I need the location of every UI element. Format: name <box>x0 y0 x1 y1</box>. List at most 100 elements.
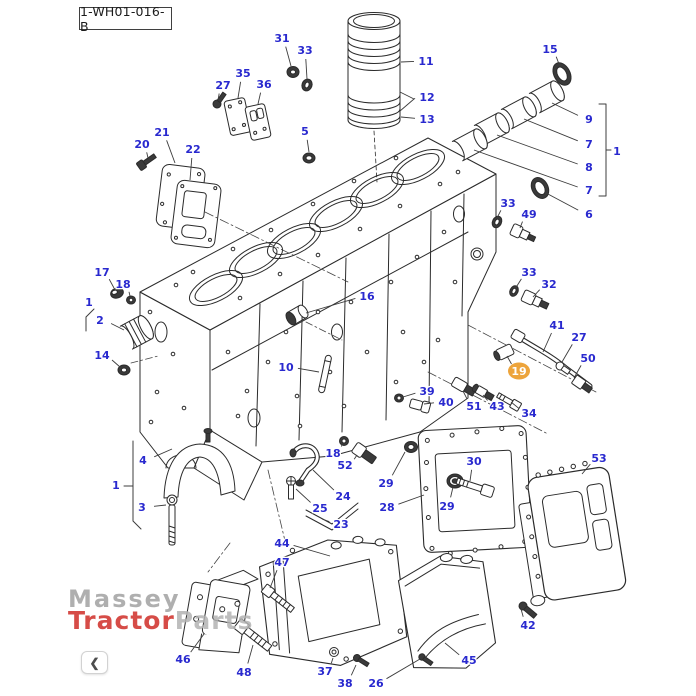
callout-23[interactable]: 23 <box>321 517 350 532</box>
callout-33[interactable]: 33 <box>496 196 517 219</box>
callout-leader <box>581 463 591 475</box>
callout-21[interactable]: 21 <box>153 125 176 164</box>
callout-26[interactable]: 26 <box>367 658 421 691</box>
callout-number: 49 <box>521 208 536 221</box>
callout-number: 52 <box>337 459 352 472</box>
callout-1[interactable]: 1 <box>612 144 622 160</box>
callout-leader <box>555 56 560 65</box>
callout-34[interactable]: 34 <box>510 401 538 421</box>
callout-16[interactable]: 16 <box>305 289 376 314</box>
callout-number: 18 <box>115 278 130 291</box>
callout-5[interactable]: 5 <box>300 124 310 153</box>
callout-number: 7 <box>585 184 593 197</box>
callout-leader <box>400 60 415 63</box>
callout-number: 5 <box>301 125 309 138</box>
callout-33[interactable]: 33 <box>296 43 314 80</box>
callout-18[interactable]: 18 <box>324 443 343 461</box>
callout-number: 14 <box>94 349 110 362</box>
callout-number: 53 <box>591 452 606 465</box>
callout-1[interactable]: 1 <box>84 295 94 311</box>
callout-39[interactable]: 39 <box>402 384 436 399</box>
callout-3[interactable]: 3 <box>137 500 167 515</box>
callout-leader <box>423 402 435 405</box>
callout-leader <box>350 664 357 676</box>
callout-7[interactable]: 7 <box>523 118 594 152</box>
callout-number: 46 <box>175 653 191 666</box>
callout-31[interactable]: 31 <box>273 31 292 67</box>
part-mount-bracket <box>181 569 295 654</box>
callout-number: 3 <box>138 501 146 514</box>
callout-44[interactable]: 44 <box>273 536 331 557</box>
callout-leader <box>293 544 331 557</box>
callout-10[interactable]: 10 <box>277 360 320 375</box>
callout-13[interactable]: 13 <box>400 112 436 127</box>
callout-7[interactable]: 7 <box>473 149 594 198</box>
callout-30[interactable]: 30 <box>465 454 483 482</box>
callout-22[interactable]: 22 <box>184 142 202 181</box>
callout-number: 37 <box>317 665 332 678</box>
callout-49[interactable]: 49 <box>519 207 538 229</box>
callout-29[interactable]: 29 <box>377 451 406 491</box>
callout-41[interactable]: 41 <box>542 318 566 353</box>
callout-leader <box>573 365 582 379</box>
callout-27[interactable]: 27 <box>561 330 588 363</box>
callout-24[interactable]: 24 <box>312 469 352 504</box>
callout-27[interactable]: 27 <box>214 78 232 101</box>
callout-37[interactable]: 37 <box>316 657 334 679</box>
callout-number: 42 <box>520 619 535 632</box>
callout-53[interactable]: 53 <box>581 451 608 475</box>
callout-25[interactable]: 25 <box>295 488 329 516</box>
callout-highlight <box>508 362 530 380</box>
callout-number: 36 <box>256 78 272 91</box>
callout-45[interactable]: 45 <box>444 642 478 668</box>
callout-15[interactable]: 15 <box>541 42 560 65</box>
callout-17[interactable]: 17 <box>93 265 115 289</box>
callout-4[interactable]: 4 <box>138 448 173 468</box>
callout-36[interactable]: 36 <box>255 77 273 105</box>
callout-number: 47 <box>274 556 289 569</box>
callout-number: 33 <box>521 266 536 279</box>
callout-2[interactable]: 2 <box>95 313 125 331</box>
callout-18[interactable]: 18 <box>114 277 132 297</box>
callout-9[interactable]: 9 <box>551 102 594 127</box>
callout-11[interactable]: 11 <box>400 54 435 69</box>
callout-14[interactable]: 14 <box>93 348 121 368</box>
part-dowel-and-pin <box>285 304 343 394</box>
callout-47[interactable]: 47 <box>269 555 291 589</box>
callout-12[interactable]: 12 <box>413 90 436 105</box>
callout-1[interactable]: 1 <box>111 478 121 494</box>
callout-46[interactable]: 46 <box>174 633 205 667</box>
callout-number: 29 <box>378 477 393 490</box>
callout-leader <box>295 488 311 503</box>
callout-33[interactable]: 33 <box>514 265 538 290</box>
callout-29[interactable]: 29 <box>438 486 456 514</box>
back-button[interactable]: ❮ <box>81 651 108 674</box>
callout-51[interactable]: 51 <box>462 390 483 414</box>
callout-number: 50 <box>580 352 596 365</box>
part-cylinder-liner <box>347 12 415 183</box>
callout-number: 13 <box>419 113 434 126</box>
callout-number: 1 <box>112 479 120 492</box>
callout-leader <box>154 448 173 458</box>
callout-28[interactable]: 28 <box>378 494 425 515</box>
callout-42[interactable]: 42 <box>519 608 537 633</box>
callout-8[interactable]: 8 <box>496 134 594 175</box>
callout-35[interactable]: 35 <box>234 66 252 99</box>
callout-leader <box>305 58 308 80</box>
callout-leader <box>110 323 125 331</box>
callout-52[interactable]: 52 <box>336 454 358 473</box>
callout-number: 33 <box>500 197 515 210</box>
callout-40[interactable]: 40 <box>423 395 455 410</box>
callout-19[interactable]: 19 <box>506 355 530 380</box>
part-bearing-cap <box>163 428 236 546</box>
callout-number: 40 <box>438 396 454 409</box>
callout-32[interactable]: 32 <box>532 277 558 298</box>
callout-38[interactable]: 38 <box>336 664 357 691</box>
callout-20[interactable]: 20 <box>133 137 151 159</box>
callout-50[interactable]: 50 <box>573 351 597 379</box>
callout-6[interactable]: 6 <box>545 192 594 222</box>
callout-43[interactable]: 43 <box>482 394 506 414</box>
callout-leader <box>128 291 131 297</box>
callout-48[interactable]: 48 <box>235 644 254 680</box>
